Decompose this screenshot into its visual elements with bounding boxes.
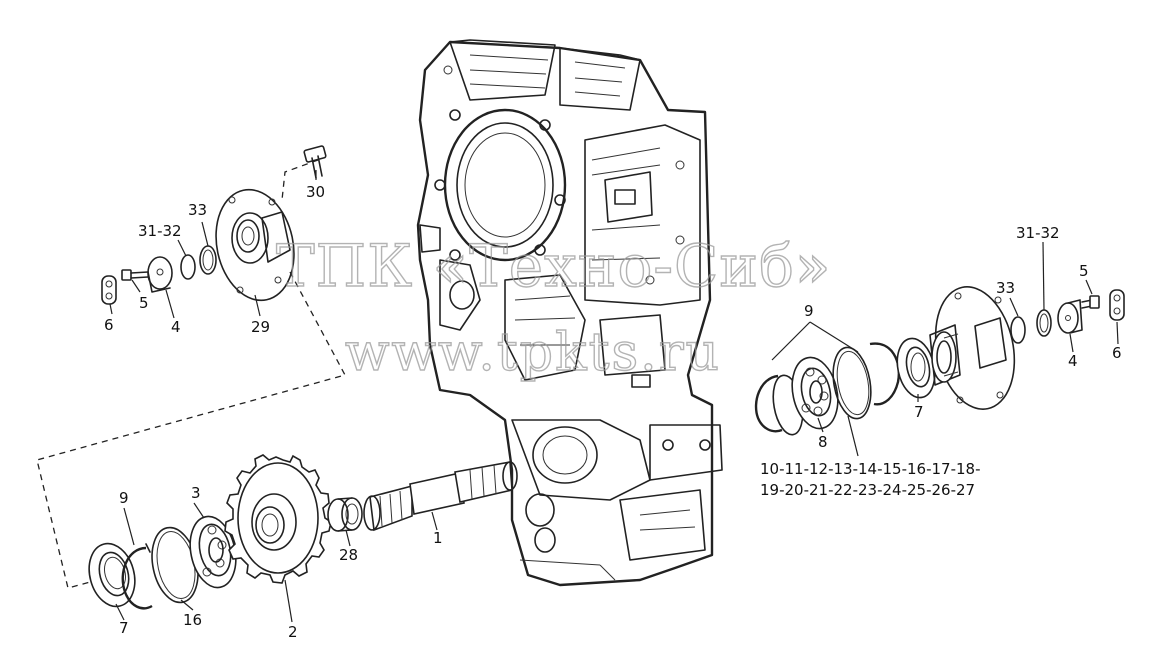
label-4-left: 4: [171, 318, 181, 336]
shim-31-32-left: [180, 254, 196, 280]
cover-right: [929, 286, 1016, 410]
sleeve-28: [327, 497, 363, 532]
seal-7-right: [896, 337, 936, 399]
label-3: 3: [191, 484, 201, 502]
lock-plate-6-left: [101, 275, 117, 305]
label-7-left: 7: [119, 619, 129, 637]
label-5-right: 5: [1079, 262, 1089, 280]
label-28: 28: [339, 546, 358, 564]
label-9-right: 9: [804, 302, 814, 320]
lock-plate-6-right: [1109, 289, 1125, 321]
shaft-1: [363, 461, 518, 532]
circlip-9-right-a: [754, 374, 783, 433]
bearing-3: [189, 515, 237, 589]
left-gear-assembly: [88, 454, 518, 610]
label-31-32-right: 31-32: [1016, 224, 1060, 242]
washer-4-left: [147, 256, 173, 293]
label-29: 29: [251, 318, 270, 336]
ring-33-right: [1010, 316, 1026, 344]
label-33-right: 33: [996, 279, 1015, 297]
label-4-right: 4: [1068, 352, 1078, 370]
label-6-right: 6: [1112, 344, 1122, 362]
label-33-left: 33: [188, 201, 207, 219]
label-30: 30: [306, 183, 325, 201]
callout-labels: 30 33 31-32 5 6 4 29 9 3 7 16 2 28 1 9 8…: [104, 183, 1122, 641]
label-1: 1: [433, 529, 443, 547]
cover-29: [215, 188, 295, 302]
assembly-guide-left: [36, 271, 346, 589]
label-2: 2: [288, 623, 298, 641]
circlip-9-right-b: [869, 342, 901, 406]
bolt-30: [303, 145, 327, 179]
label-9-left: 9: [119, 489, 129, 507]
watermark-line-2: www.tpkts.ru: [345, 323, 721, 383]
gear-2: [224, 454, 332, 584]
left-cover-assembly: [101, 145, 327, 305]
label-8: 8: [818, 433, 828, 451]
shim-rings-10-27: [832, 346, 872, 420]
label-6-left: 6: [104, 316, 114, 334]
label-5-left: 5: [139, 294, 149, 312]
seal-7-left: [88, 542, 136, 608]
gearbox-housing: [416, 39, 723, 587]
watermark-line-1: ТПК «Техно-Сиб»: [276, 232, 831, 300]
bearing-8: [791, 356, 839, 430]
label-31-32-left: 31-32: [138, 222, 182, 240]
label-16: 16: [183, 611, 202, 629]
washer-4-right: [1057, 299, 1083, 334]
label-range-line-2: 19-20-21-22-23-24-25-26-27: [760, 481, 975, 499]
leader-lines: [109, 170, 1119, 623]
label-7-right: 7: [914, 403, 924, 421]
circlip-9-left: [121, 546, 153, 610]
label-range-line-1: 10-11-12-13-14-15-16-17-18-: [760, 460, 981, 478]
bolt-5-left: [121, 269, 149, 281]
bolt-5-right: [1081, 295, 1100, 309]
right-cover-assembly: [754, 286, 1125, 436]
